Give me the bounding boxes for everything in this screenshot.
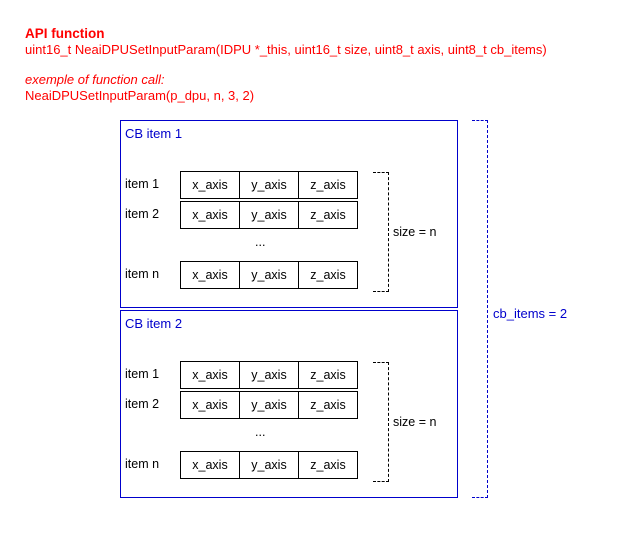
cb-item-2-box: CB item 2 item 1 x_axis y_axis z_axis it… — [120, 310, 458, 498]
axis-cell: x_axis — [180, 171, 240, 199]
size-label: size = n — [391, 225, 439, 239]
cb-items-bracket — [472, 120, 488, 498]
api-title: API function — [25, 26, 105, 41]
axis-cell: z_axis — [298, 361, 358, 389]
axis-cell: z_axis — [298, 451, 358, 479]
example-label: exemple of function call: — [25, 72, 165, 87]
axis-cell: z_axis — [298, 261, 358, 289]
table-row: x_axis y_axis z_axis — [180, 171, 360, 199]
axis-cell: x_axis — [180, 361, 240, 389]
size-label: size = n — [391, 415, 439, 429]
item-label: item 2 — [125, 397, 160, 411]
axis-cell: z_axis — [298, 201, 358, 229]
item-label: item n — [125, 267, 160, 281]
axis-cell: y_axis — [239, 361, 299, 389]
item-label: item n — [125, 457, 160, 471]
example-call: NeaiDPUSetInputParam(p_dpu, n, 3, 2) — [25, 88, 255, 103]
axis-cell: z_axis — [298, 391, 358, 419]
item-label: item 2 — [125, 207, 160, 221]
axis-cell: y_axis — [239, 391, 299, 419]
ellipsis: ... — [255, 235, 266, 249]
ellipsis: ... — [255, 425, 266, 439]
api-signature: uint16_t NeaiDPUSetInputParam(IDPU *_thi… — [25, 42, 547, 57]
axis-cell: x_axis — [180, 451, 240, 479]
axis-cell: y_axis — [239, 261, 299, 289]
item-label: item 1 — [125, 367, 160, 381]
cb-items-label: cb_items = 2 — [492, 306, 569, 321]
table-row: x_axis y_axis z_axis — [180, 361, 360, 389]
axis-cell: z_axis — [298, 171, 358, 199]
item-label: item 1 — [125, 177, 160, 191]
cb-item-title: CB item 2 — [125, 316, 183, 331]
table-row: x_axis y_axis z_axis — [180, 201, 360, 229]
table-row: x_axis y_axis z_axis — [180, 451, 360, 479]
size-bracket — [373, 172, 389, 292]
axis-cell: y_axis — [239, 171, 299, 199]
table-row: x_axis y_axis z_axis — [180, 261, 360, 289]
axis-cell: x_axis — [180, 261, 240, 289]
axis-cell: y_axis — [239, 451, 299, 479]
axis-cell: y_axis — [239, 201, 299, 229]
cb-item-title: CB item 1 — [125, 126, 183, 141]
axis-cell: x_axis — [180, 201, 240, 229]
api-header: API function uint16_t NeaiDPUSetInputPar… — [25, 26, 547, 104]
size-bracket — [373, 362, 389, 482]
table-row: x_axis y_axis z_axis — [180, 391, 360, 419]
axis-cell: x_axis — [180, 391, 240, 419]
cb-item-1-box: CB item 1 item 1 x_axis y_axis z_axis it… — [120, 120, 458, 308]
